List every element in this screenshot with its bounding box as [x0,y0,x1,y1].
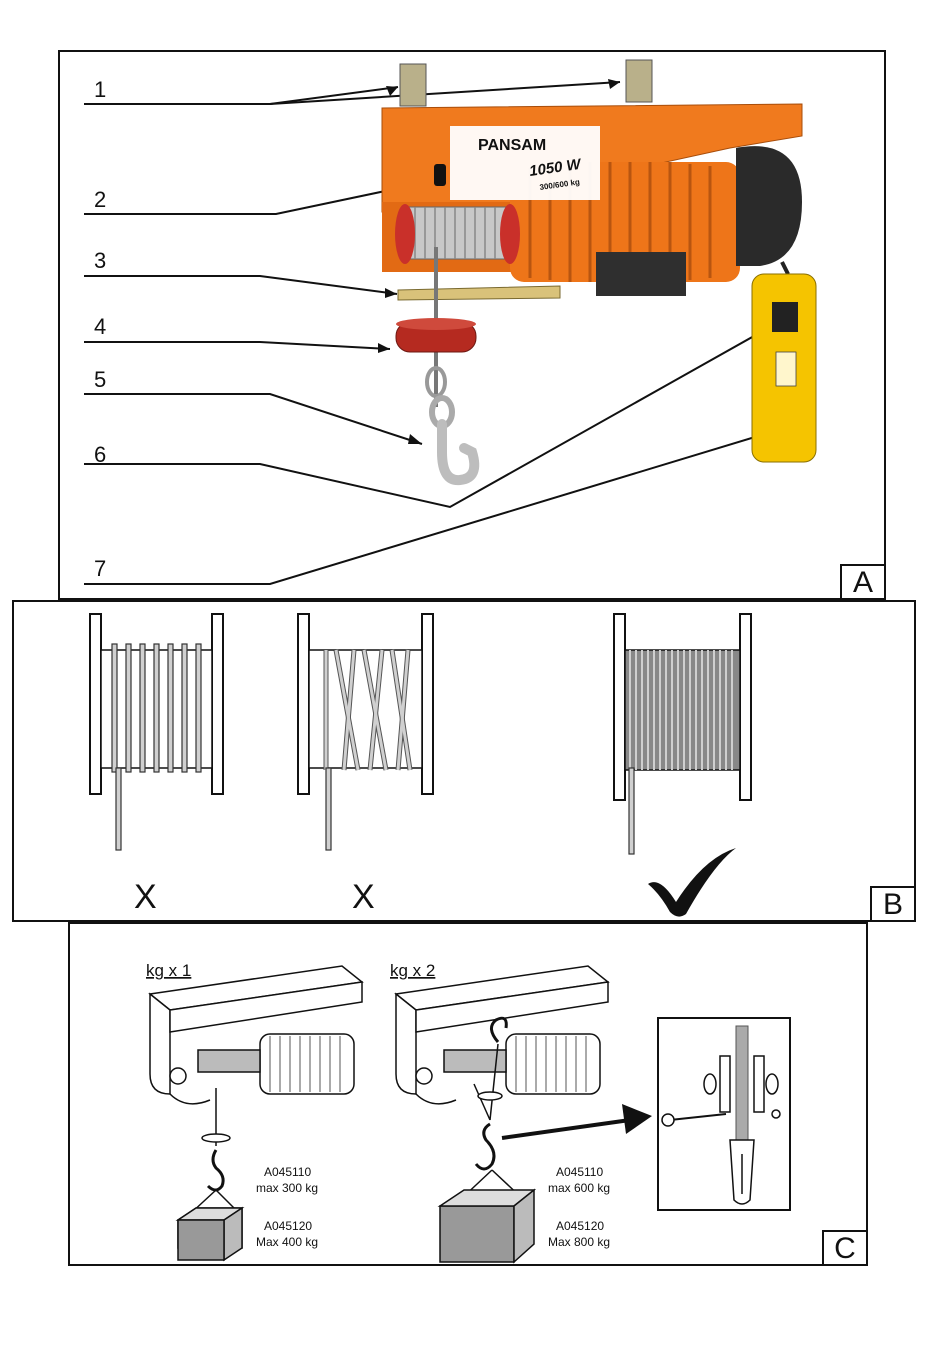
wrong-mark-1: X [134,878,157,916]
right-max-1: max 600 kg [548,1181,610,1195]
drum-correct-winding [614,614,751,854]
winding-diagrams: X X [14,602,918,924]
drum-crossed-winding [298,614,433,850]
panel-a-hoist-overview: 1 2 3 4 5 6 7 [58,50,886,600]
brand-label: PANSAM [478,137,546,154]
callout-3: 3 [94,248,106,273]
hoist-single-line [150,966,362,1260]
detail-arrowhead [622,1104,652,1134]
panel-b-letter: B [870,886,916,922]
left-model-1: A045110 [264,1165,311,1179]
panel-b-cable-winding: X X B [12,600,916,922]
hoist-body: PANSAM 1050 W 300/600 kg [382,104,802,296]
panel-a-letter: A [840,564,886,600]
leader-1b [270,82,620,104]
left-max-2: Max 400 kg [256,1235,318,1249]
check-mark-icon [648,848,736,917]
leader-5 [84,394,422,444]
right-model-1: A045110 [556,1165,603,1179]
leader-4 [84,342,390,349]
callout-1: 1 [94,77,106,102]
drum-loose-winding [90,614,223,850]
callout-4: 4 [94,314,106,339]
callout-2: 2 [94,187,106,212]
callout-5: 5 [94,367,106,392]
detail-arrow [502,1120,630,1138]
leader-2 [84,182,428,214]
single-line-heading: kg x 1 [146,961,191,980]
panel-c-load-configuration: kg x 1 kg x 2 [68,922,868,1266]
right-model-2: A045120 [556,1219,604,1233]
left-model-2: A045120 [264,1219,312,1233]
limit-switch-bar [398,286,560,300]
load-diagrams: kg x 1 kg x 2 [70,924,870,1268]
cable-stopper [396,318,476,352]
leader-3 [84,276,397,294]
hoist-illustration: 1 2 3 4 5 6 7 [60,52,888,602]
wrong-mark-2: X [352,878,375,916]
leader-7 [84,427,788,584]
pulley-detail-inset [658,1018,790,1210]
double-line-heading: kg x 2 [390,961,435,980]
left-max-1: max 300 kg [256,1181,318,1195]
leader-1a [84,87,398,104]
leader-6 [84,327,770,507]
panel-c-letter: C [822,1230,868,1266]
pendant-controller [752,262,816,462]
callout-7: 7 [94,556,106,581]
right-max-2: Max 800 kg [548,1235,610,1249]
hoist-double-line [396,966,608,1262]
